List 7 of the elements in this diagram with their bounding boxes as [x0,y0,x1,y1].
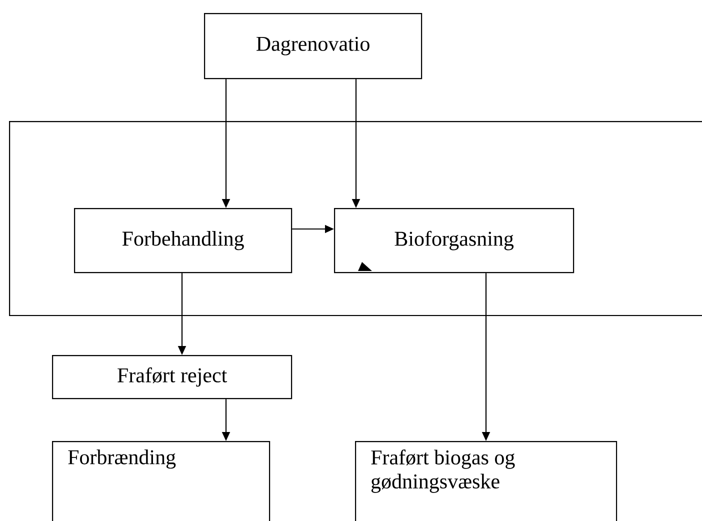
process-box: Forbehandling [74,208,292,274]
process-box: Forbrænding [52,441,270,521]
process-box: Bioforgasning [334,208,574,274]
process-box: Fraført reject [52,355,292,400]
process-box: Fraført biogas og gødningsvæske [355,441,618,521]
frame-box [9,121,702,316]
process-box: Dagrenovatio [204,13,422,80]
